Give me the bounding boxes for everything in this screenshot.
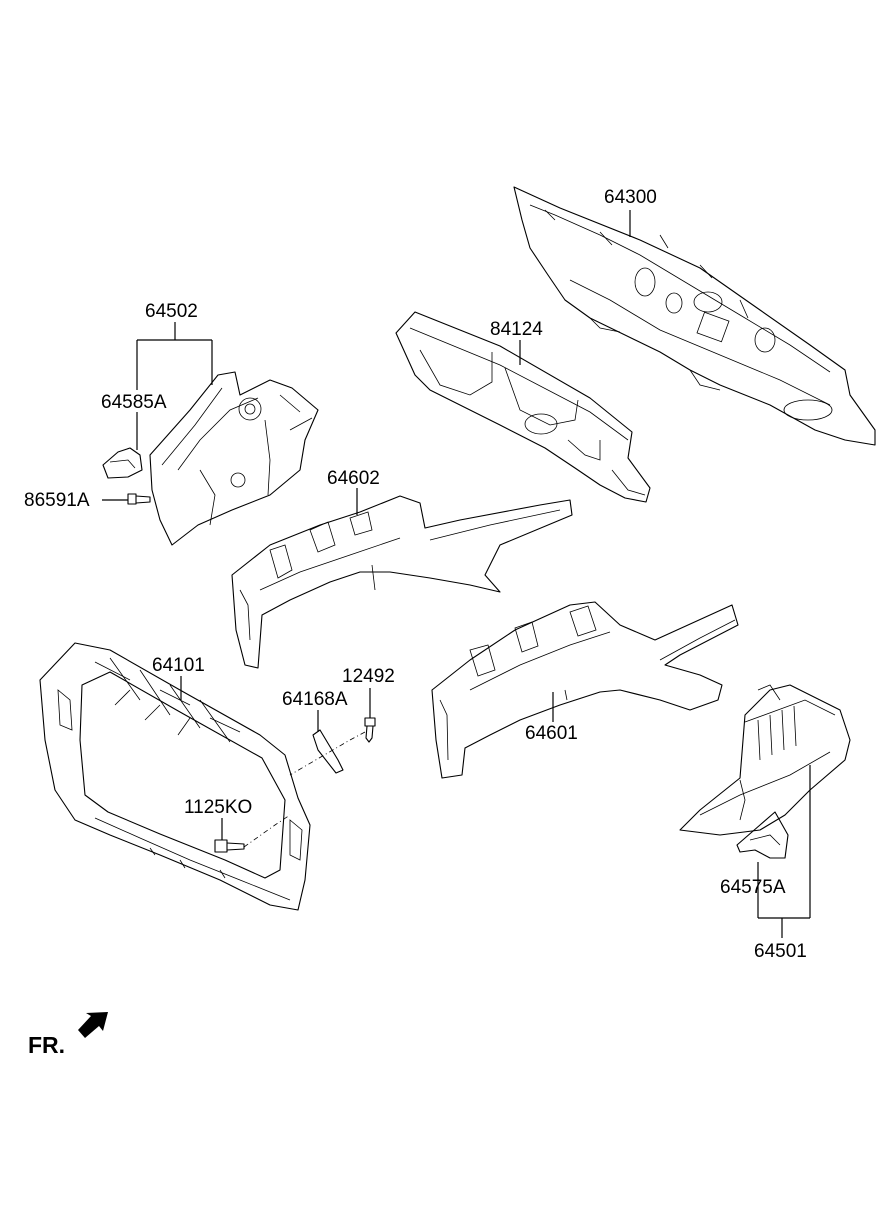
side-member-lh-drawing: [431, 601, 739, 779]
part-label-64585A: 64585A: [101, 392, 167, 413]
mounting-line-lower: [243, 814, 291, 848]
part-label-12492: 12492: [342, 666, 395, 687]
part-label-84124: 84124: [490, 319, 543, 340]
bracket-drawing: [312, 729, 344, 774]
screw-12492-drawing: [364, 717, 376, 743]
part-label-64101: 64101: [152, 655, 205, 676]
dash-panel-drawing: [513, 186, 876, 446]
side-member-rh-drawing: [231, 495, 573, 669]
part-label-64501: 64501: [754, 941, 807, 962]
brace-drawing: [736, 811, 789, 859]
part-label-86591A: 86591A: [24, 490, 90, 511]
part-label-1125KO: 1125KO: [184, 797, 253, 818]
part-label-64168A: 64168A: [282, 689, 348, 710]
part-label-64300: 64300: [604, 187, 657, 208]
apron-assembly-lh-drawing: [149, 371, 319, 546]
bolt-1125ko-drawing: [214, 839, 245, 853]
mounting-line-upper: [289, 731, 366, 776]
apron-assembly-rh-drawing: [679, 684, 851, 836]
cowl-panel-drawing: [395, 311, 651, 503]
front-direction-label: FR.: [28, 1032, 66, 1058]
leader-64502: [136, 322, 213, 390]
bolt-86591a-drawing: [127, 493, 151, 505]
part-label-64502: 64502: [145, 301, 198, 322]
part-label-64601: 64601: [525, 723, 578, 744]
gusset-drawing: [102, 447, 143, 479]
part-label-64602: 64602: [327, 468, 380, 489]
part-label-64575A: 64575A: [720, 877, 786, 898]
carrier-assembly-drawing: [39, 642, 311, 911]
arrow-front-icon: [78, 1012, 108, 1038]
leader-64501: [758, 765, 811, 938]
